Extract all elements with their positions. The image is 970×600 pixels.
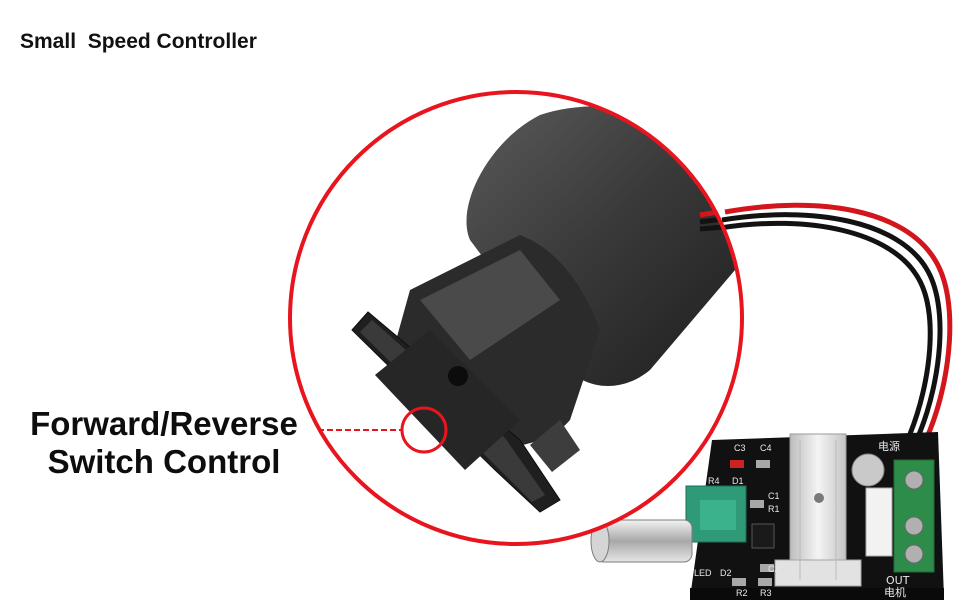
label-c4: C4 xyxy=(760,443,772,453)
label-out: OUT xyxy=(886,574,910,587)
label-r2: R2 xyxy=(736,588,748,598)
potentiometer xyxy=(590,485,747,563)
label-led: LED xyxy=(694,568,712,578)
label-d2: D2 xyxy=(720,568,732,578)
callout-line-2: Switch Control xyxy=(47,443,281,480)
zoom-circle xyxy=(288,90,744,546)
label-c1: C1 xyxy=(768,491,780,501)
speed-controller-board: C3 C4 C1 R1 R4 D1 C2 LED D2 R2 R3 电源 OUT… xyxy=(590,432,944,600)
label-motor: 电机 xyxy=(884,585,906,599)
terminal-block xyxy=(893,459,935,573)
label-r1: R1 xyxy=(768,504,780,514)
callout-line-1: Forward/Reverse xyxy=(30,405,298,442)
page-title: Small Speed Controller xyxy=(20,30,257,53)
label-power: 电源 xyxy=(878,439,900,453)
label-c2: C2 xyxy=(768,564,780,574)
label-r3: R3 xyxy=(760,588,772,598)
label-r4: R4 xyxy=(708,476,720,486)
electrolytic-capacitor xyxy=(851,453,885,487)
rocker-switch-closeup xyxy=(351,106,742,513)
label-d1: D1 xyxy=(732,476,744,486)
heatsink xyxy=(774,433,862,587)
white-connector xyxy=(865,487,893,557)
callout-label: Forward/Reverse Switch Control xyxy=(14,405,314,481)
ic-chip xyxy=(751,523,775,549)
callout-pointer xyxy=(318,406,448,454)
label-c3: C3 xyxy=(734,443,746,453)
